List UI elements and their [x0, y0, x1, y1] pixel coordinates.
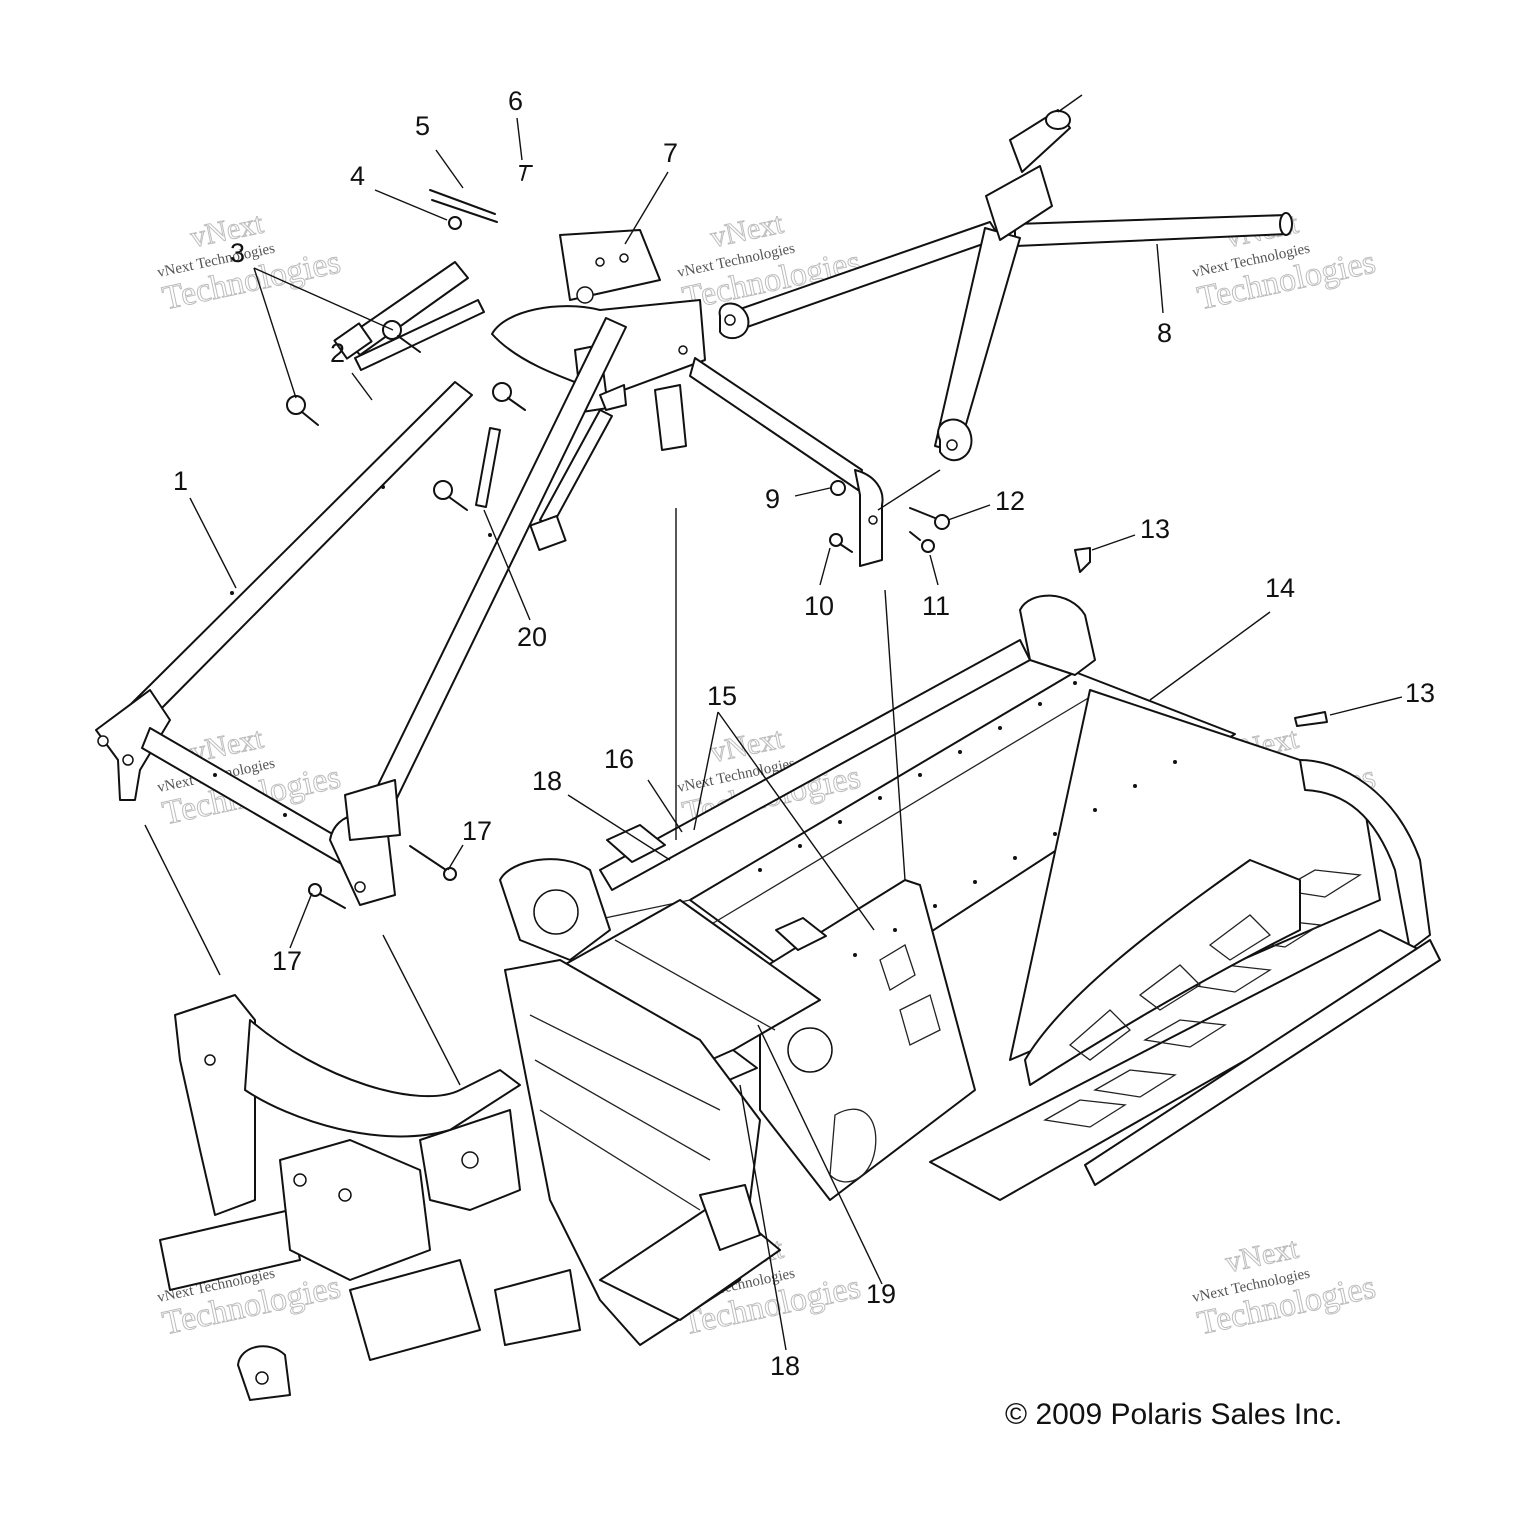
nut-4 [448, 216, 462, 230]
callout-7: 7 [663, 138, 678, 168]
watermark-top-right: vNext vNext Technologies Technologies [1191, 206, 1379, 318]
bolt-17a [409, 845, 457, 881]
callout-13b: 13 [1405, 678, 1435, 708]
watermark-top-left: vNext vNext Technologies Technologies [156, 206, 344, 318]
decal-18a [606, 824, 666, 863]
callout-4: 4 [350, 161, 365, 191]
bolt-10 [829, 533, 853, 553]
callout-labels: 1 2 3 4 5 6 7 8 9 10 11 12 13 13 14 15 1… [173, 86, 1435, 1381]
nut-12 [909, 507, 950, 530]
callout-9: 9 [765, 484, 780, 514]
decal-19 [775, 917, 827, 951]
callout-14: 14 [1265, 573, 1295, 603]
copyright-notice: © 2009 Polaris Sales Inc. [1005, 1398, 1342, 1431]
watermark-mid-left: vNext vNext Technologies Technologies [156, 721, 344, 833]
bolt-11 [909, 531, 935, 553]
callout-10: 10 [804, 591, 834, 621]
steering-link-arms [333, 261, 627, 552]
callout-19: 19 [866, 1279, 896, 1309]
front-frame-tube [95, 317, 627, 906]
leader-lines [144, 94, 1403, 1351]
chassis-tunnel [554, 594, 1441, 1201]
bolt-13b [1294, 711, 1328, 727]
hardware-bolts [286, 165, 1328, 909]
watermark-top-center: vNext vNext Technologies Technologies [676, 206, 864, 318]
callout-11: 11 [922, 591, 950, 621]
screw-6 [519, 165, 533, 181]
callout-18b: 18 [770, 1351, 800, 1381]
bolt-3b [286, 395, 319, 426]
bolt-3c [492, 382, 526, 411]
bolt-13a [1074, 547, 1091, 573]
watermark-bottom-right: vNext vNext Technologies Technologies [1191, 1231, 1379, 1343]
steering-post-assembly [718, 109, 1293, 462]
callout-18a: 18 [532, 766, 562, 796]
callout-6: 6 [508, 86, 523, 116]
callout-5: 5 [415, 111, 430, 141]
nut-9 [830, 480, 846, 496]
front-chassis [159, 858, 781, 1401]
bolt-17b [308, 883, 346, 909]
callout-15: 15 [707, 681, 737, 711]
callout-16: 16 [604, 744, 634, 774]
callout-17a: 17 [462, 816, 492, 846]
bolt-3d [433, 480, 468, 511]
callout-2: 2 [330, 338, 345, 368]
callout-17b: 17 [272, 946, 302, 976]
callout-3: 3 [230, 238, 245, 268]
callout-1: 1 [173, 466, 188, 496]
clip-5 [429, 189, 498, 223]
callout-20: 20 [517, 622, 547, 652]
callout-12: 12 [995, 486, 1025, 516]
rods [354, 299, 501, 508]
tunnel-rivets [758, 681, 1177, 957]
callout-13a: 13 [1140, 514, 1170, 544]
callout-8: 8 [1157, 318, 1172, 348]
